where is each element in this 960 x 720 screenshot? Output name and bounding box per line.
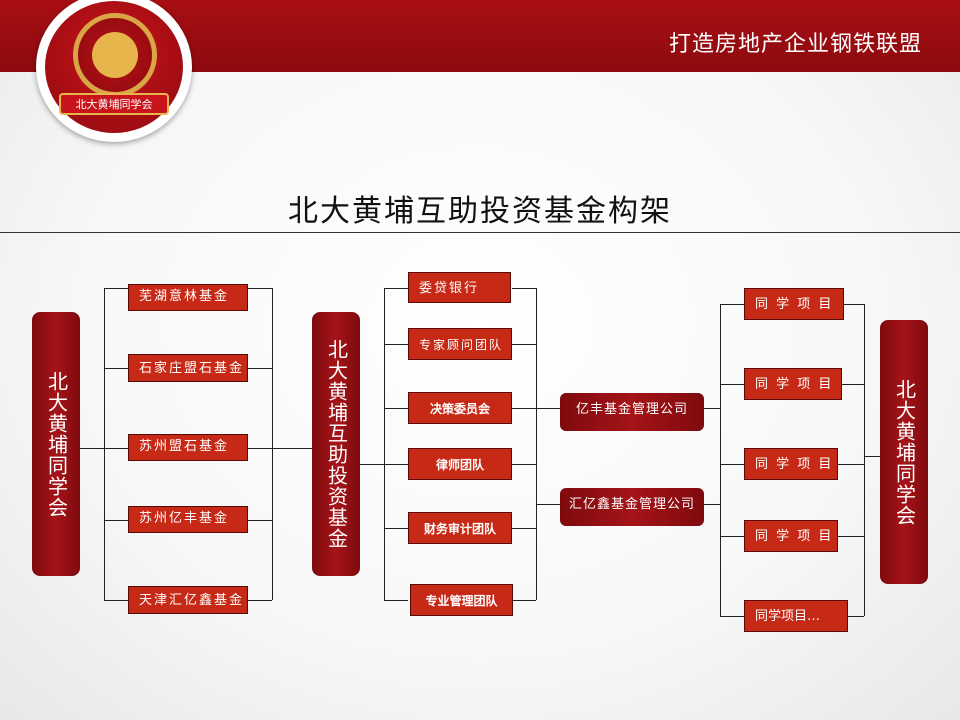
connector (838, 536, 864, 537)
company-box: 亿丰基金管理公司 (560, 393, 704, 431)
project-box: 同 学 项 目 (744, 288, 844, 320)
connector (384, 288, 408, 289)
connector (864, 456, 880, 457)
connector (104, 288, 128, 289)
connector (536, 288, 537, 600)
connector (104, 368, 128, 369)
connector (360, 464, 384, 465)
connector (704, 504, 720, 505)
connector (384, 288, 385, 600)
team-box: 专业管理团队 (410, 584, 513, 616)
connector (384, 464, 408, 465)
connector (844, 304, 864, 305)
fund-box: 石家庄盟石基金 (128, 354, 248, 382)
connector (720, 384, 744, 385)
connector (512, 528, 536, 529)
connector (248, 368, 272, 369)
connector (104, 600, 128, 601)
connector (704, 408, 720, 409)
connector (384, 528, 408, 529)
connector (272, 448, 312, 449)
connector (104, 448, 128, 449)
connector (80, 448, 104, 449)
connector (272, 288, 273, 600)
connector (864, 304, 865, 616)
connector (384, 408, 408, 409)
connector (104, 288, 105, 600)
center-node: 北大黄埔互助投资基金 (312, 312, 360, 576)
connector (248, 600, 272, 601)
team-box: 财务审计团队 (408, 512, 512, 544)
fund-box: 苏州亿丰基金 (128, 506, 248, 533)
connector (720, 464, 744, 465)
project-box: 同 学 项 目 (744, 368, 842, 400)
page-title: 北大黄埔互助投资基金构架 (288, 194, 672, 229)
project-box: 同 学 项 目 (744, 448, 838, 480)
connector (512, 408, 536, 409)
connector (384, 600, 408, 601)
connector (842, 384, 864, 385)
connector (384, 344, 408, 345)
connector (512, 600, 536, 601)
connector (512, 344, 536, 345)
left-node: 北大黄埔同学会 (32, 312, 80, 576)
fund-box: 天津汇亿鑫基金 (128, 586, 248, 614)
company-box: 汇亿鑫基金管理公司 (560, 488, 704, 526)
connector (248, 448, 272, 449)
team-box: 决策委员会 (408, 392, 512, 424)
connector (720, 616, 744, 617)
logo-seal: 北大黄埔同学会 (45, 1, 183, 133)
team-box: 委贷银行 (408, 272, 511, 303)
team-box: 专家顾问团队 (408, 328, 512, 360)
connector (720, 536, 744, 537)
connector (848, 616, 864, 617)
title-divider (0, 232, 960, 233)
project-box: 同学项目… (744, 600, 848, 632)
fund-box: 苏州盟石基金 (128, 434, 248, 461)
logo-ribbon: 北大黄埔同学会 (59, 93, 169, 115)
connector (720, 304, 744, 305)
right-node: 北大黄埔同学会 (880, 320, 928, 584)
connector (248, 520, 272, 521)
connector (512, 464, 536, 465)
connector (512, 288, 536, 289)
connector (536, 408, 560, 409)
slogan: 打造房地产企业钢铁联盟 (668, 32, 922, 57)
connector (720, 304, 721, 616)
fund-box: 芜湖意林基金 (128, 284, 248, 311)
connector (838, 464, 864, 465)
association-logo: 北大黄埔同学会 (36, 0, 192, 142)
connector (536, 504, 560, 505)
handshake-emblem-icon (92, 32, 138, 78)
project-box: 同 学 项 目 (744, 520, 838, 552)
team-box: 律师团队 (408, 448, 512, 480)
connector (248, 288, 272, 289)
connector (104, 520, 128, 521)
